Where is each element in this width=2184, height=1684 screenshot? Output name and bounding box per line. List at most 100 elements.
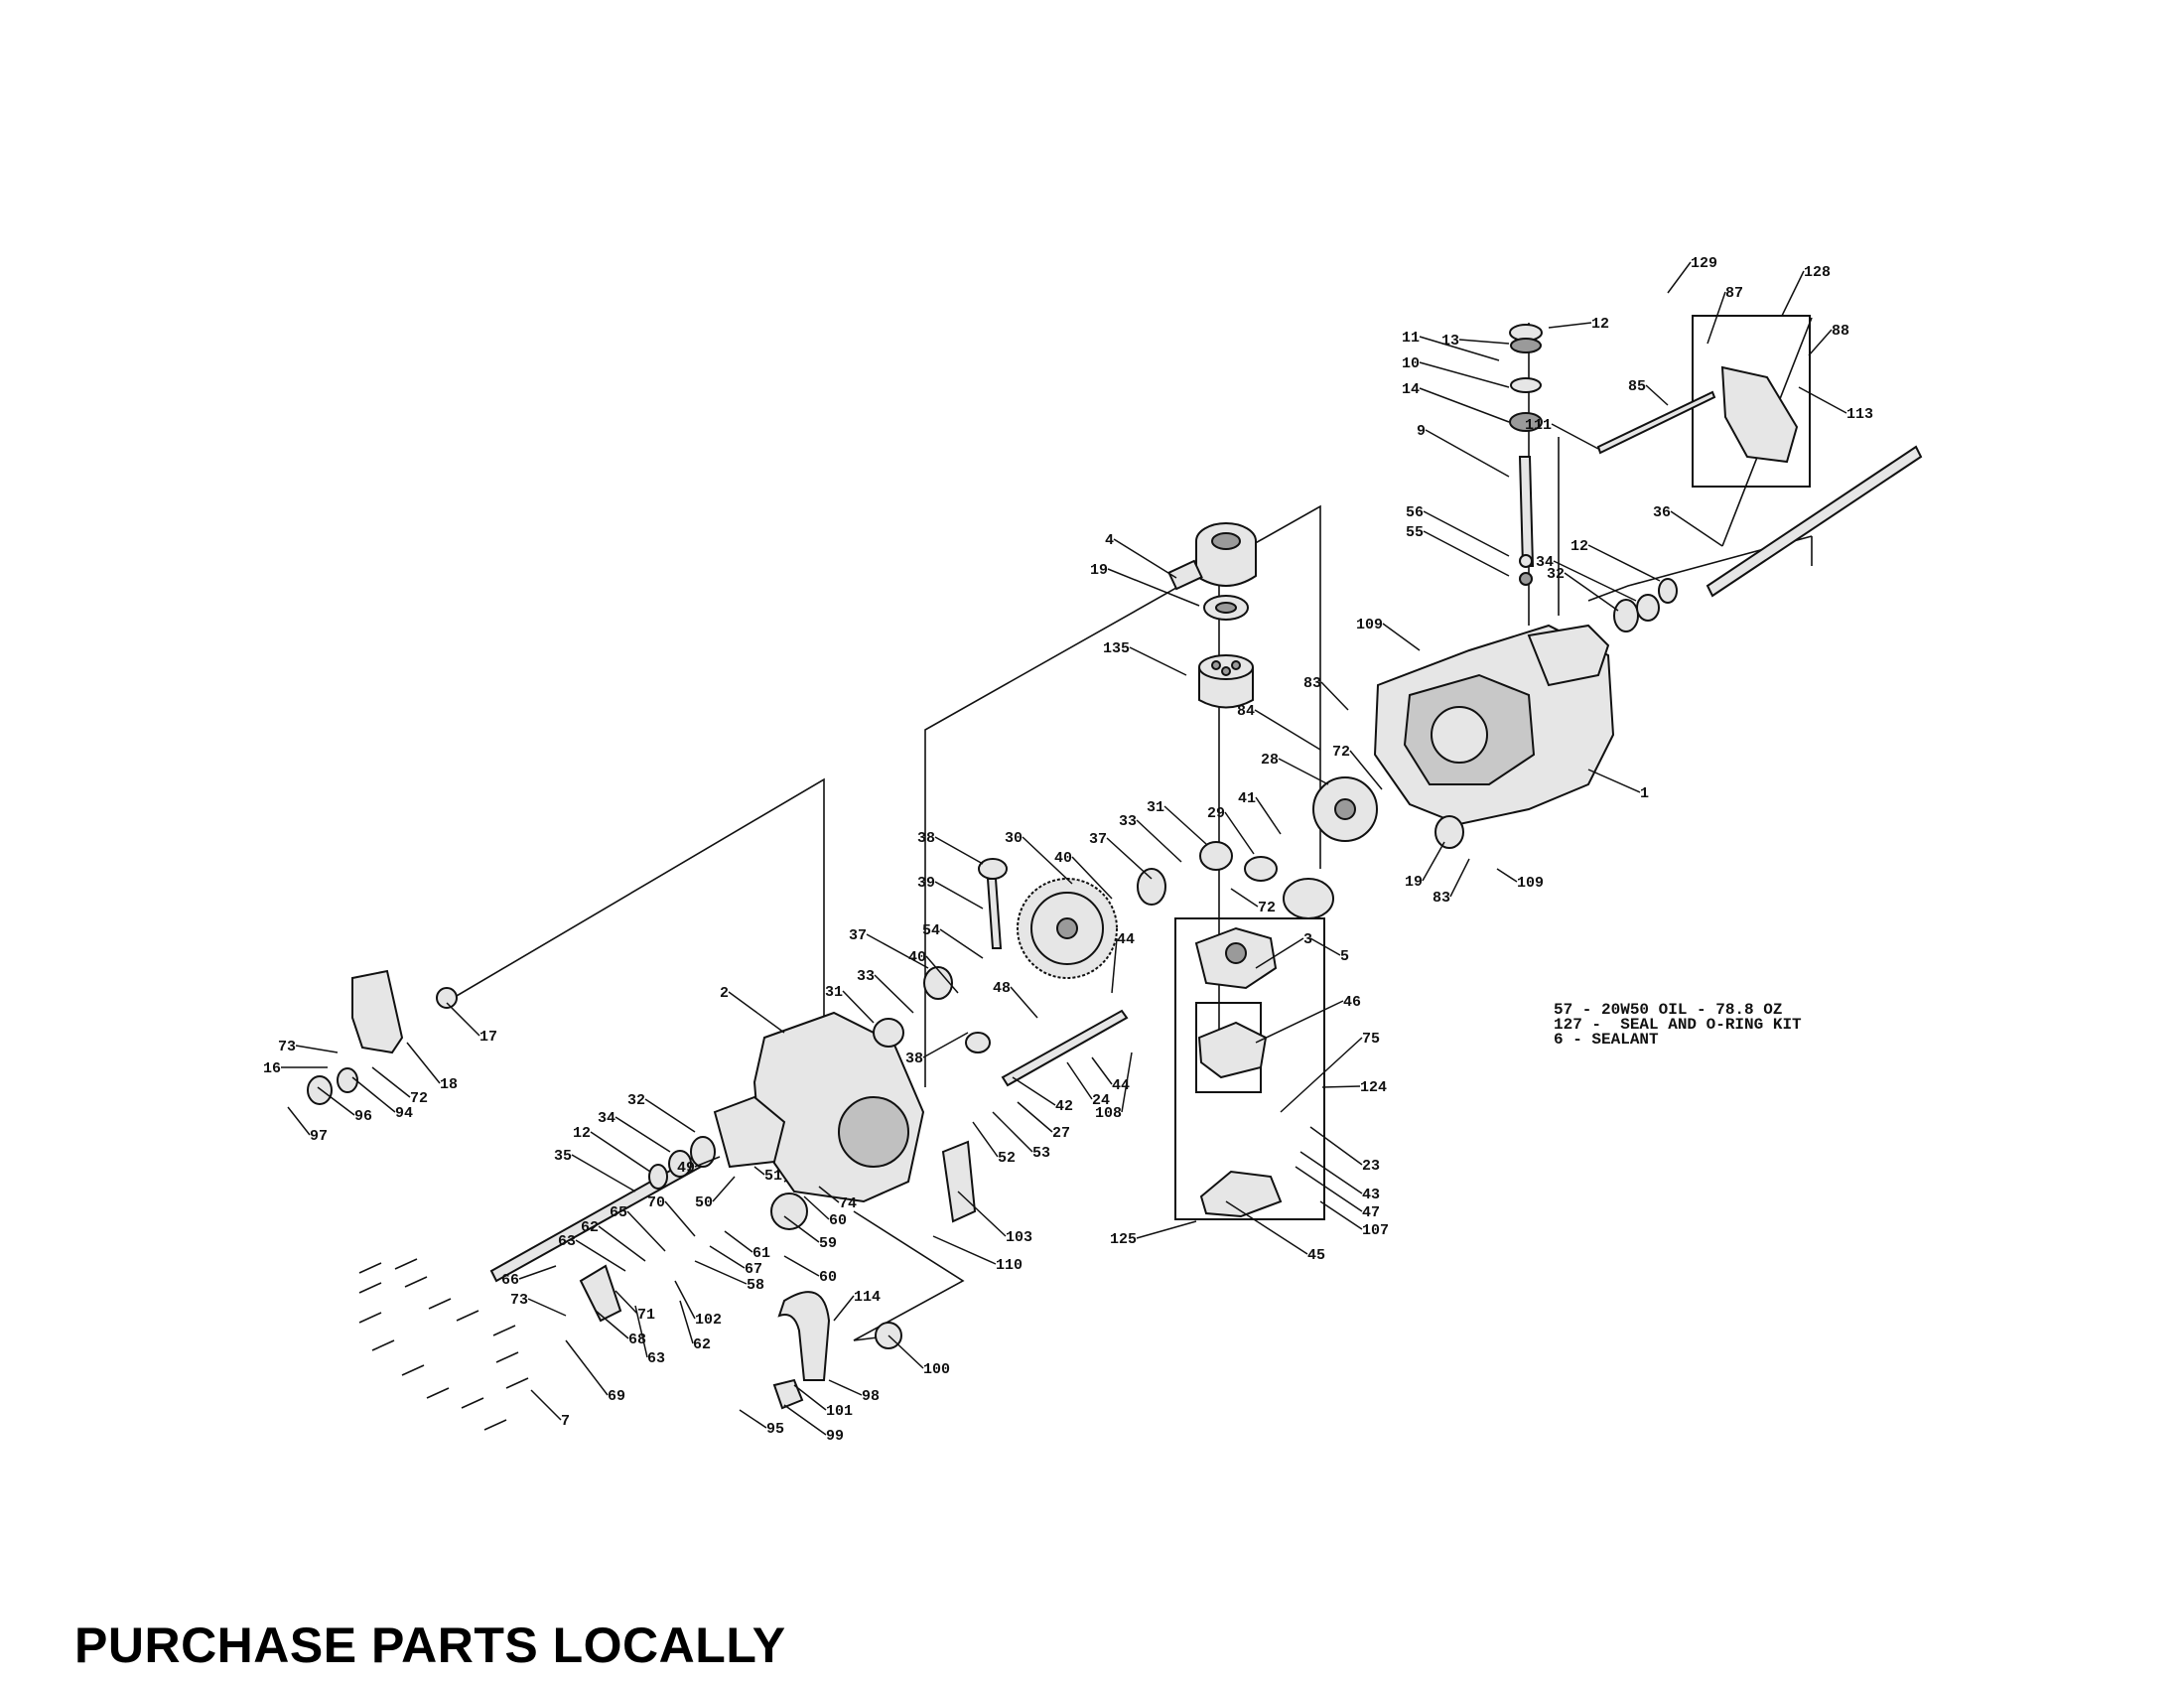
leader-line-60 [783,1255,820,1277]
part-label-27: 27 [1052,1125,1070,1142]
leader-line-2 [728,991,785,1034]
part-label-95: 95 [766,1421,784,1438]
leader-line-100 [887,1334,924,1369]
leader-line-125 [1136,1220,1197,1239]
leader-line-85 [1645,384,1669,406]
part-label-128: 128 [1804,264,1831,281]
part-label-74: 74 [839,1195,857,1212]
part-label-129: 129 [1691,255,1717,272]
part-label-73: 73 [510,1292,528,1309]
leader-line-52 [972,1121,999,1158]
part-label-28: 28 [1261,752,1279,769]
part-label-63: 63 [558,1233,576,1250]
leader-line-1 [1587,769,1641,793]
leader-line-36 [1670,510,1723,547]
leader-line-59 [783,1215,820,1243]
pump-housing-4 [1167,522,1257,591]
leader-line-23 [1309,1126,1363,1166]
leader-line-41 [1255,796,1282,835]
leader-line-34 [614,1116,671,1153]
gear-31-lower [873,1018,904,1048]
part-label-72: 72 [1332,744,1350,761]
axle-shaft-36 [1706,445,1923,598]
leader-line-63 [634,1305,648,1358]
part-label-62: 62 [581,1219,599,1236]
note-seal-kit: 127 - SEAL AND O-RING KIT [1554,1016,1802,1034]
leader-line-33 [874,974,914,1014]
part-label-39: 39 [917,875,935,892]
part-label-56: 56 [1406,504,1424,521]
part-label-16: 16 [263,1060,281,1077]
part-label-113: 113 [1846,406,1873,423]
leader-line-13 [1458,339,1510,345]
part-label-19: 19 [1405,874,1423,891]
leader-line-38 [934,836,984,865]
leader-line-40 [1071,856,1113,900]
part-label-84: 84 [1237,703,1255,720]
leader-line-47 [1295,1166,1363,1212]
leader-line-94 [351,1076,396,1113]
leader-line-83 [1320,681,1349,711]
leader-line-96 [317,1086,355,1116]
part-label-85: 85 [1628,378,1646,395]
part-label-114: 114 [854,1289,881,1306]
part-label-4: 4 [1105,532,1114,549]
input-stack [1509,324,1543,586]
leader-line-129 [1667,261,1692,294]
part-label-68: 68 [628,1332,646,1348]
part-label-11: 11 [1402,330,1420,347]
part-label-63: 63 [647,1350,665,1367]
leader-line-109 [1382,623,1421,651]
shaft-85 [1596,390,1716,455]
leader-line-48 [1010,986,1038,1019]
bearing-32-left [690,1136,716,1168]
part-label-42: 42 [1055,1098,1073,1115]
leader-line-49 [694,1156,721,1168]
notes-block: 57 - 20W50 OIL - 78.8 OZ 127 - SEAL AND … [1554,1002,1802,1048]
part-label-94: 94 [395,1105,413,1122]
part-label-70: 70 [647,1194,665,1211]
part-label-58: 58 [747,1277,764,1294]
bracket-103 [941,1140,977,1223]
leader-line-28 [1278,758,1329,785]
part-label-23: 23 [1362,1158,1380,1175]
part-label-24: 24 [1092,1092,1110,1109]
leader-line-31 [842,990,875,1024]
leader-line-67 [709,1245,746,1269]
shaft-24 [1001,1009,1129,1087]
part-label-5: 5 [1340,948,1349,965]
part-label-53: 53 [1032,1145,1050,1162]
part-label-38: 38 [917,830,935,847]
leader-line-44 [1091,1056,1113,1085]
bearing-32-right [1613,599,1639,632]
part-label-44: 44 [1112,1077,1130,1094]
part-label-67: 67 [745,1261,762,1278]
part-label-12: 12 [573,1125,591,1142]
leader-line-11 [1419,336,1500,361]
part-label-110: 110 [996,1257,1023,1274]
part-label-44: 44 [1117,931,1135,948]
leader-line-43 [1299,1151,1363,1194]
leader-line-38 [922,1032,969,1058]
bearing-19-inner [1215,602,1237,614]
leader-line-54 [939,928,984,959]
part-label-34: 34 [1536,554,1554,571]
leader-line-35 [571,1154,636,1193]
leader-line-12 [1548,322,1592,329]
leader-line-97 [287,1106,311,1136]
leader-line-32 [1564,572,1619,612]
washer-94 [337,1067,358,1093]
part-label-37: 37 [1089,831,1107,848]
kit-box-124 [1174,917,1325,1220]
leader-line-103 [957,1191,1007,1237]
part-label-9: 9 [1417,423,1426,440]
leader-line-63 [575,1239,626,1272]
part-label-7: 7 [561,1413,570,1430]
bracket-18 [351,969,404,1054]
leader-line-7 [530,1389,562,1421]
seal-34-right [1636,594,1660,622]
leader-line-4 [1113,538,1177,579]
leader-line-99 [783,1404,827,1436]
block-99 [772,1378,804,1410]
